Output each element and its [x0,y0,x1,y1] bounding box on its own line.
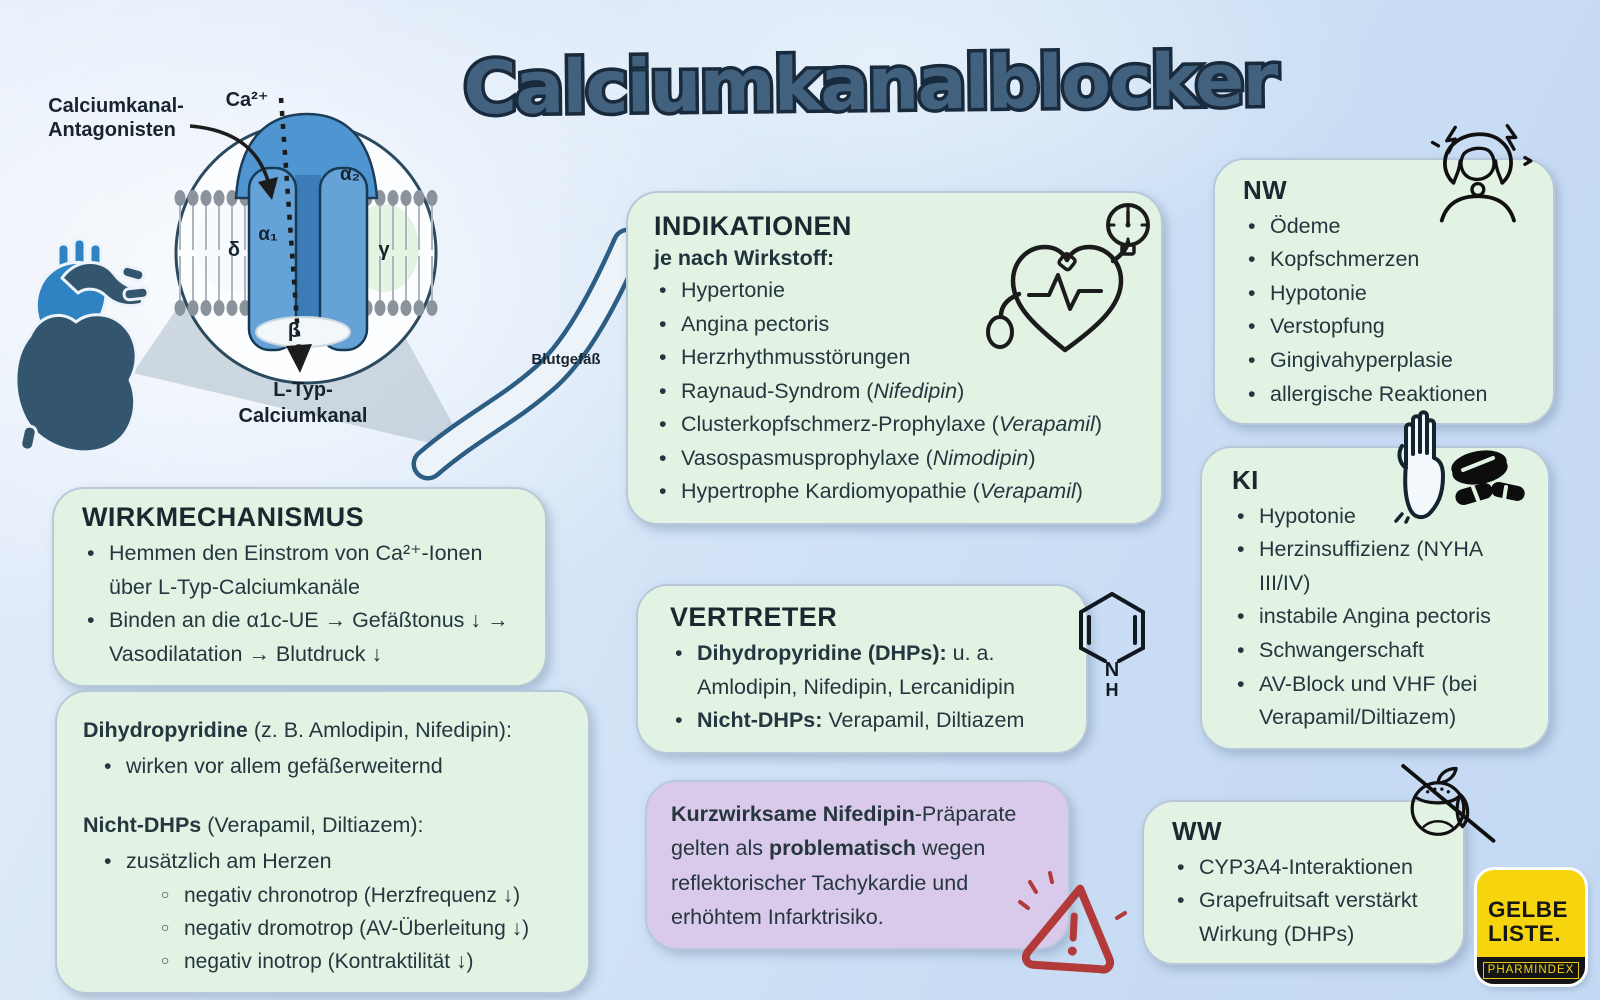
list-item: Hypotonie [1241,277,1535,311]
channel-label-line2: Calciumkanal [239,405,368,427]
list-item: Grapefruitsaft verstärkt Wirkung (DHPs) [1170,884,1447,951]
ki-title: KI [1232,465,1259,495]
kontraindikationen-box: KI HypotonieHerzinsuffizienz (NYHA III/I… [1200,446,1550,750]
list-item: Binden an die α1c-UE → Gefäßtonus ↓ → Va… [80,604,521,671]
warning-triangle-icon [1018,871,1127,974]
list-item: allergische Reaktionen [1241,378,1535,412]
substanzklassen-box: Dihydropyridine (z. B. Amlodipin, Nifedi… [55,690,590,995]
pills-icon [1451,450,1525,506]
calcium-flow-arrow [278,97,312,373]
list-item: Gingivahyperplasie [1241,344,1535,378]
vertreter-box: VERTRETER Dihydropyridine (DHPs): u. a. … [636,584,1088,754]
heart-illustration [14,237,150,454]
wirkmechanismus-title: WIRKMECHANISMUS [82,502,364,532]
list-item: Raynaud-Syndrom (Nifedipin) [652,375,1141,409]
list-item: Kopfschmerzen [1241,243,1535,277]
ww-title: WW [1172,816,1222,846]
ki-list: HypotonieHerzinsuffizienz (NYHA III/IV)i… [1230,500,1530,735]
list-item: Hemmen den Einstrom von Ca²⁺-Ionen über … [80,537,521,604]
list-item: Hypertrophe Kardiomyopathie (Verapamil) [652,475,1141,509]
list-item: Hypotonie [1230,500,1530,534]
nondhp-sublist: negativ chronotrop (Herzfrequenz ↓)negat… [157,880,564,978]
antagonists-label-line1: Calciumkanal- [48,95,184,117]
vertreter-title: VERTRETER [670,602,838,632]
svg-text:N: N [1105,659,1119,681]
indikationen-subtitle: je nach Wirkstoff: [654,246,835,271]
list-item: negativ chronotrop (Herzfrequenz ↓) [157,880,564,913]
alpha1-subunit-label: α₁ [258,224,278,245]
calcium-channel-diagram: Calciumkanal- Antagonisten Ca²⁺ α₂ α₁ δ … [14,89,645,481]
dihydropyridine-molecule-icon: N H [1079,591,1145,700]
list-item: Nicht-DHPs: Verapamil, Diltiazem [668,704,1066,738]
list-item: Schwangerschaft [1230,634,1530,668]
list-item: Hypertonie [652,274,1141,308]
list-item: Herzrhythmusstörungen [652,341,1141,375]
list-item: Clusterkopfschmerz-Prophylaxe (Verapamil… [652,408,1141,442]
beta-subunit-label: β [288,320,300,342]
channel-label-line1: L-Typ- [273,379,333,401]
nw-list: ÖdemeKopfschmerzenHypotonieVerstopfungGi… [1241,210,1535,411]
antagonist-arrow [189,124,278,200]
logo-text: GELBE LISTE. [1477,870,1585,947]
list-item: wirken vor allem gefäßerweiternd [97,750,564,784]
logo-bar: PHARMINDEX [1477,957,1585,984]
grapefruit-crossed-icon [1401,764,1496,843]
list-item: Dihydropyridine (DHPs): u. a. Amlodipin,… [668,637,1066,704]
wechselwirkungen-box: WW CYP3A4-InteraktionenGrapefruitsaft ve… [1142,800,1465,966]
list-item: CYP3A4-Interaktionen [1170,851,1447,885]
calcium-ion-label: Ca²⁺ [226,89,269,111]
nebenwirkungen-box: NW ÖdemeKopfschmerzenHypotonieVerstopfun… [1213,158,1555,426]
antagonists-label-line2: Antagonisten [48,119,176,141]
dhp-list: wirken vor allem gefäßerweiternd [97,750,564,784]
list-item: Angina pectoris [652,308,1141,342]
logo-line1: GELBE [1488,897,1569,922]
warnhinweis-text: Kurzwirksame Nifedipin-Präparate gelten … [671,802,1017,930]
vessel-label: Blutgefäß [531,351,600,368]
list-item: Ödeme [1241,210,1535,244]
nondhp-heading: Nicht-DHPs (Verapamil, Diltiazem): [83,813,424,838]
headache-person-icon [1430,123,1533,223]
alpha2-subunit-label: α₂ [340,164,360,185]
stop-hand-icon [1394,410,1445,524]
blood-pressure-monitor-icon [986,203,1150,353]
warnhinweis-box: Kurzwirksame Nifedipin-Präparate gelten … [645,780,1070,950]
logo-line2: LISTE. [1488,921,1562,947]
indikationen-box: INDIKATIONEN je nach Wirkstoff: Hyperton… [626,191,1163,525]
list-item: Herzinsuffizienz (NYHA III/IV) [1230,533,1530,600]
channel-subunits [234,112,379,352]
list-item: negativ dromotrop (AV-Überleitung ↓) [157,913,564,946]
nw-title: NW [1243,175,1288,205]
svg-text:H: H [1106,680,1119,700]
ww-list: CYP3A4-InteraktionenGrapefruitsaft verst… [1170,851,1447,952]
delta-subunit-label: δ [228,239,240,261]
list-item: zusätzlich am Herzen [97,845,564,879]
dhp-heading: Dihydropyridine (z. B. Amlodipin, Nifedi… [83,718,512,742]
list-item: Vasospasmusprophylaxe (Nimodipin) [652,442,1141,476]
blood-vessel-illustration [411,227,645,481]
wirkmechanismus-box: WIRKMECHANISMUS Hemmen den Einstrom von … [52,487,547,688]
gamma-subunit-label: γ [378,239,390,261]
list-item: negativ inotrop (Kontraktilität ↓) [157,946,564,979]
list-item: instabile Angina pectoris [1230,600,1530,634]
vertreter-list: Dihydropyridine (DHPs): u. a. Amlodipin,… [668,637,1066,738]
gelbe-liste-logo: GELBE LISTE. PHARMINDEX [1477,870,1585,984]
list-item: Verstopfung [1241,310,1535,344]
indikationen-title: INDIKATIONEN [654,211,852,241]
membrane-lipids [174,190,438,316]
list-item: AV-Block und VHF (bei Verapamil/Diltiaze… [1230,668,1530,735]
logo-subline: PHARMINDEX [1482,962,1580,979]
wirkmechanismus-list: Hemmen den Einstrom von Ca²⁺-Ionen über … [80,537,521,671]
indikationen-list: HypertonieAngina pectorisHerzrhythmusstö… [652,274,1141,509]
nondhp-list: zusätzlich am Herzen [97,845,564,879]
